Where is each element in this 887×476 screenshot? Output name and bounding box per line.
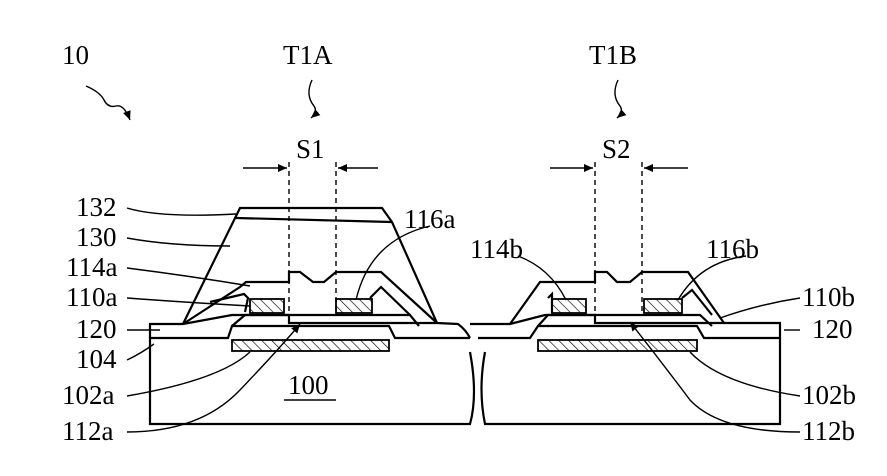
label-132: 132	[76, 192, 117, 222]
label-130: 130	[76, 222, 117, 252]
drain-116b	[644, 299, 682, 313]
channel-layer-110a	[232, 315, 419, 326]
label-110a: 110a	[66, 282, 117, 312]
right-device	[470, 272, 780, 424]
label-t1a: T1A	[283, 40, 333, 70]
layer-130-inner-left	[210, 287, 410, 315]
gate-electrode-102a	[232, 340, 389, 351]
channel-layer-110b	[538, 315, 712, 326]
layer-132-left	[183, 208, 437, 324]
labels: 10 T1A T1B S1 S2 132 130 114a 110a 120 1…	[62, 40, 856, 446]
source-114a	[250, 299, 284, 313]
label-112a: 112a	[62, 416, 113, 446]
leader-lines	[127, 208, 800, 432]
label-116a: 116a	[404, 204, 455, 234]
label-s2: S2	[602, 134, 631, 164]
substrate-right	[482, 352, 781, 424]
label-t1b: T1B	[589, 40, 637, 70]
label-s1: S1	[296, 134, 325, 164]
label-114a: 114a	[66, 252, 117, 282]
gate-electrode-102b	[538, 340, 697, 351]
label-104: 104	[76, 344, 117, 374]
source-114b	[552, 299, 586, 313]
spacing-guides	[243, 162, 688, 315]
label-110b: 110b	[802, 282, 855, 312]
label-116b: 116b	[706, 234, 759, 264]
label-device: 10	[62, 40, 89, 70]
label-100: 100	[288, 370, 329, 400]
label-102b: 102b	[802, 380, 856, 410]
layer-132-cap-left	[236, 218, 392, 222]
label-120-left: 120	[76, 314, 117, 344]
label-114b: 114b	[470, 234, 523, 264]
label-120-right: 120	[812, 314, 853, 344]
pointer-arrows	[86, 80, 621, 120]
label-112b: 112b	[802, 416, 855, 446]
drain-116a	[336, 299, 372, 313]
label-102a: 102a	[62, 380, 115, 410]
